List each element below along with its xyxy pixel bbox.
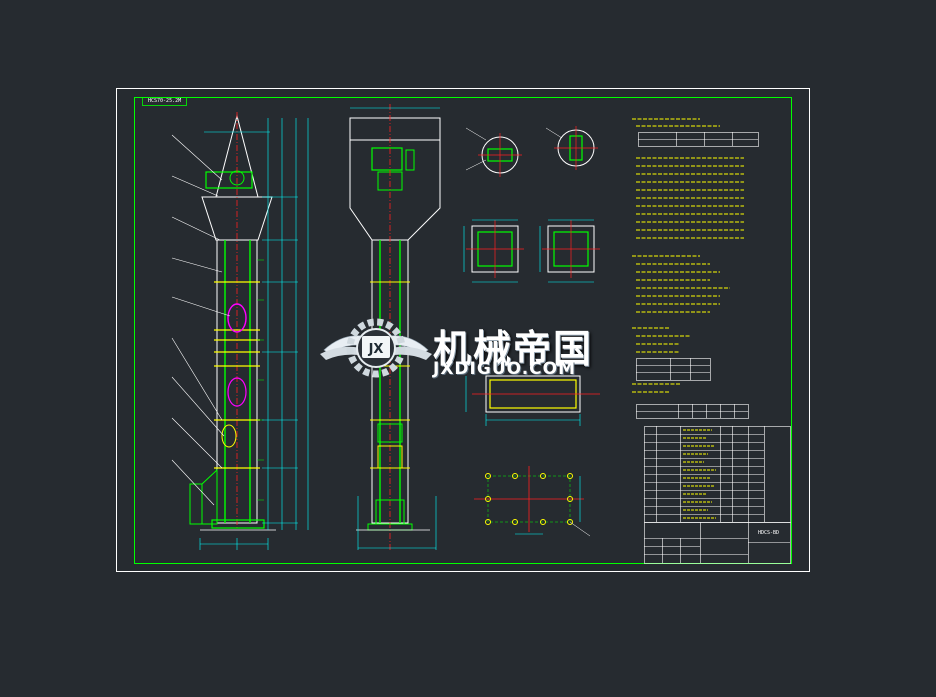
watermark-english: JXDIGUO.COM — [433, 359, 577, 379]
gear-icon — [346, 318, 406, 378]
inspection-door-upper — [227, 303, 247, 333]
drawing-frame — [134, 97, 792, 564]
parts-list-entries — [683, 429, 716, 519]
front-tension-box — [377, 445, 403, 469]
inspection-door-lower — [221, 424, 237, 448]
parameter-table-top — [638, 132, 759, 147]
head-cover — [349, 117, 441, 141]
foundation-layout — [474, 466, 591, 537]
parameter-table-lower — [636, 404, 749, 419]
shaft-details — [465, 126, 598, 177]
frame-title-label: HCS70-25.2M — [148, 98, 182, 104]
boot-base — [211, 519, 265, 529]
elevator-front-view — [349, 104, 441, 550]
boot-inlet — [201, 468, 218, 525]
parameter-table-mid — [636, 358, 711, 381]
paper-border — [116, 88, 810, 572]
drawing-number: HDCS-BD — [758, 530, 780, 536]
watermark-chinese: 机械帝国 — [433, 327, 594, 371]
head-hopper — [201, 196, 273, 241]
technical-notes — [632, 118, 744, 393]
watermark-logo: JX — [320, 318, 432, 378]
title-block — [644, 522, 791, 564]
drive-unit — [205, 171, 253, 189]
base-frame-section — [465, 375, 600, 426]
front-motor — [405, 149, 415, 171]
logo-letters: JX — [368, 342, 384, 357]
inspection-door-middle — [227, 377, 247, 407]
frame-title-box — [142, 97, 187, 106]
flange-sections — [463, 219, 600, 283]
parts-list — [644, 426, 791, 523]
elevator-side-view — [171, 112, 309, 550]
front-drive — [371, 147, 403, 171]
front-access-box — [377, 423, 403, 443]
